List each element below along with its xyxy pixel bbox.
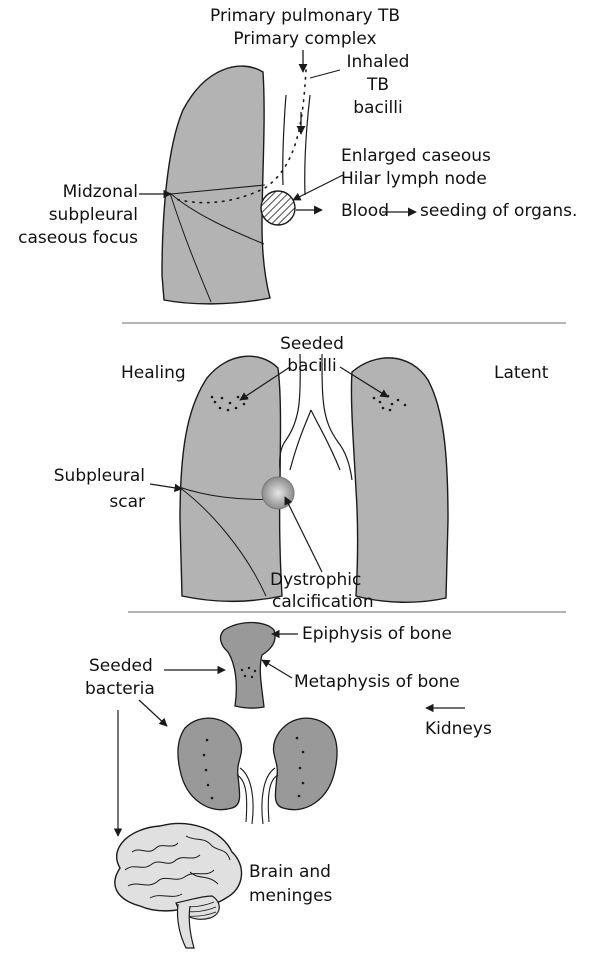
inhaled-label-pointer xyxy=(310,70,340,78)
epiphysis-label: Epiphysis of bone xyxy=(302,624,452,645)
primary-bronchus-lines xyxy=(283,95,310,195)
bone xyxy=(221,623,276,709)
kidneys-seeded-arrow xyxy=(139,700,167,726)
calc-label-1: Dystrophic xyxy=(270,570,361,591)
seeded-bacilli-label-2: bacilli xyxy=(262,356,362,377)
seeded-bacilli-label-1: Seeded xyxy=(262,334,362,355)
kidneys-label: Kidneys xyxy=(425,719,492,740)
scar-label-arrow xyxy=(150,484,182,489)
seeding-label: seeding of organs. xyxy=(420,201,577,222)
primary-complex-title: Primary complex xyxy=(220,29,390,50)
focus-label-1: Midzonal xyxy=(20,182,138,203)
node-label-2: Hilar lymph node xyxy=(341,169,487,190)
inhaled-label-1: Inhaled xyxy=(338,52,418,73)
focus-label-2: subpleural xyxy=(20,205,138,226)
scar-label-2: scar xyxy=(30,492,145,513)
healing-left-lung xyxy=(351,358,448,602)
blood-label: Blood xyxy=(341,201,389,222)
calc-label-2: calcification xyxy=(272,592,374,613)
inhaled-label-3: bacilli xyxy=(338,98,418,119)
inhaled-label-2: TB xyxy=(338,75,418,96)
seeded-bacteria-label-1: Seeded xyxy=(89,656,153,677)
node-label-arrow xyxy=(293,175,343,200)
seeded-bacteria-label-2: bacteria xyxy=(85,679,155,700)
brain-label-2: meninges xyxy=(249,886,332,907)
brain-label-1: Brain and xyxy=(249,862,331,883)
calc-label-arrow xyxy=(285,497,322,572)
scar-label-1: Subpleural xyxy=(30,466,145,487)
healing-label: Healing xyxy=(121,363,186,384)
primary-tb-title: Primary pulmonary TB xyxy=(210,6,400,27)
focus-label-3: caseous focus xyxy=(0,228,138,249)
kidneys xyxy=(178,718,337,824)
metaphysis-arrow xyxy=(262,660,292,678)
healing-right-lung xyxy=(179,356,282,601)
latent-label: Latent xyxy=(494,363,548,384)
brain xyxy=(115,824,242,948)
primary-complex-lung xyxy=(162,66,270,304)
hilar-lymph-node xyxy=(261,191,295,225)
node-label-1: Enlarged caseous xyxy=(341,146,491,167)
metaphysis-label: Metaphysis of bone xyxy=(294,672,460,693)
